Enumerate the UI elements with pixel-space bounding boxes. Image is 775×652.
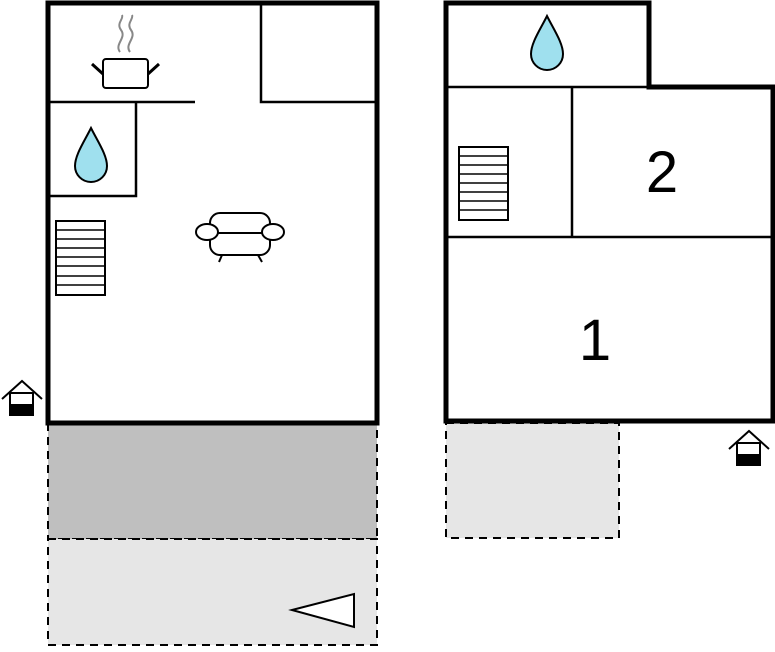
- bathroom-wall: [48, 102, 138, 198]
- ground-floor-outline: [45, 0, 380, 426]
- upper-floor-outline: [443, 0, 775, 424]
- terrace: [445, 422, 620, 539]
- entrance-house-icon: [1, 379, 43, 416]
- upper-floor: 2 1: [443, 0, 775, 539]
- terrace-direction-icon: [288, 592, 355, 629]
- storage-wall: [259, 3, 377, 104]
- terrace: [47, 538, 378, 646]
- bedroom-2-number: 2: [646, 140, 678, 205]
- kitchen-pot-icon: [90, 14, 161, 89]
- entrance-house-icon: [728, 429, 770, 466]
- bedroom-1-number: 1: [579, 308, 611, 373]
- staircase-icon: [458, 146, 509, 221]
- staircase-icon: [55, 220, 106, 296]
- bathroom-water-drop-icon: [529, 13, 565, 71]
- bathroom-water-drop-icon: [73, 125, 109, 183]
- covered-terrace: [47, 422, 378, 540]
- ground-floor: [1, 0, 380, 646]
- living-room-sofa-icon: [195, 212, 285, 263]
